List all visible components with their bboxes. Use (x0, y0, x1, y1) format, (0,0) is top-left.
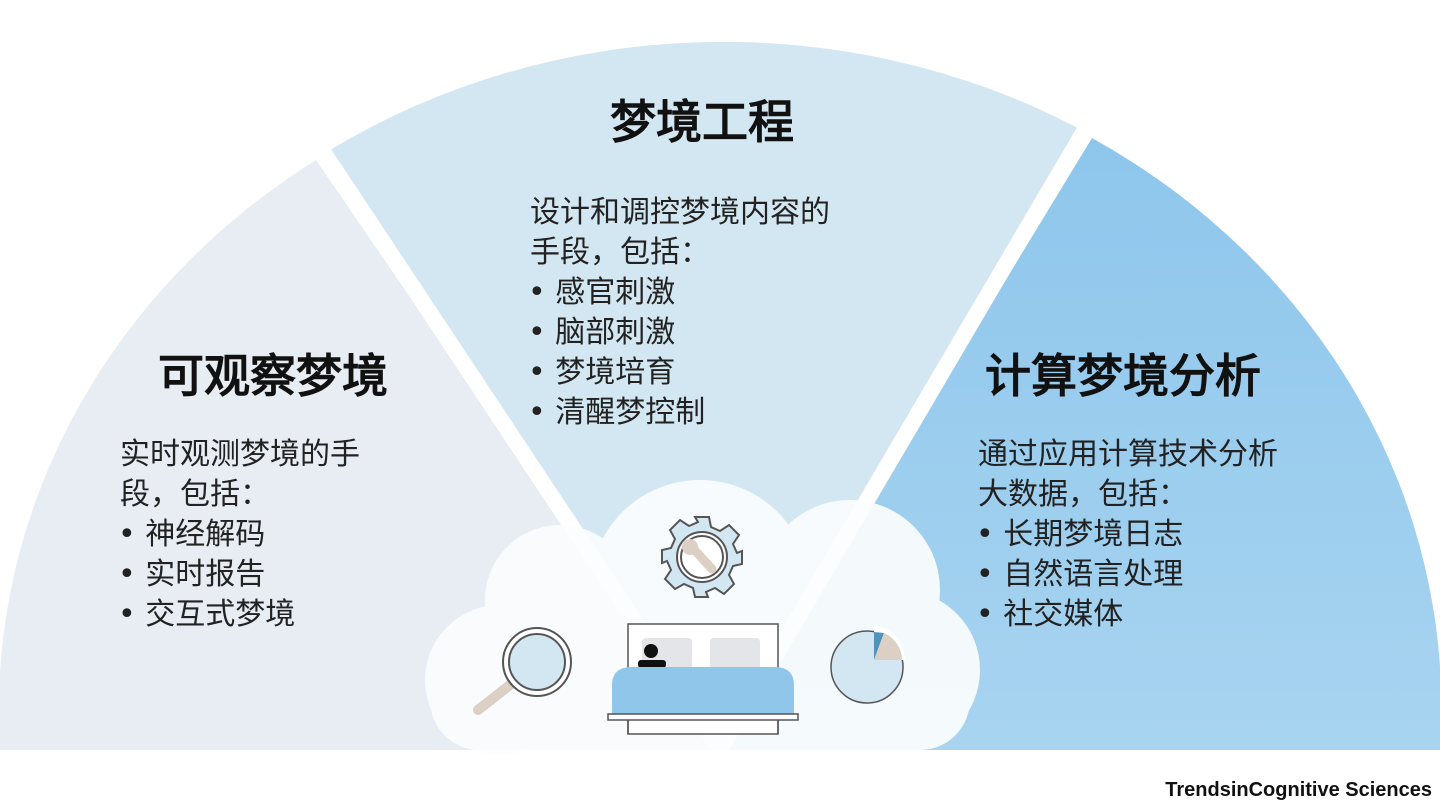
right-desc-line: 通过应用计算技术分析 (978, 437, 1278, 472)
left-bullet: • 神经解码 (118, 517, 265, 552)
pie-chart-icon (830, 625, 905, 704)
left-desc-line: 段，包括： (120, 477, 270, 512)
middle-bullet: • 梦境培育 (528, 355, 675, 390)
middle-bullet: • 脑部刺激 (528, 315, 675, 350)
journal-credit: TrendsinCognitive Sciences (1165, 779, 1432, 801)
right-title: 计算梦境分析 (985, 349, 1261, 403)
left-title: 可观察梦境 (158, 349, 388, 403)
right-bullet: • 社交媒体 (976, 597, 1123, 632)
middle-desc-line: 设计和调控梦境内容的 (530, 195, 830, 230)
bed-sleeper-icon (607, 623, 799, 735)
middle-title: 梦境工程 (610, 95, 794, 149)
middle-sector (330, 41, 1078, 750)
left-bullet: • 实时报告 (118, 557, 265, 592)
magnifier-icon (473, 627, 572, 715)
middle-desc-line: 手段，包括： (530, 235, 710, 270)
right-bullet: • 长期梦境日志 (976, 517, 1183, 552)
right-bullet: • 自然语言处理 (976, 557, 1183, 592)
middle-bullet: • 感官刺激 (528, 275, 675, 310)
right-desc-line: 大数据，包括： (978, 477, 1188, 512)
gear-wrench-icon (661, 516, 743, 598)
middle-bullet: • 清醒梦控制 (528, 395, 705, 430)
left-desc-line: 实时观测梦境的手 (120, 437, 360, 472)
left-bullet: • 交互式梦境 (118, 597, 295, 632)
